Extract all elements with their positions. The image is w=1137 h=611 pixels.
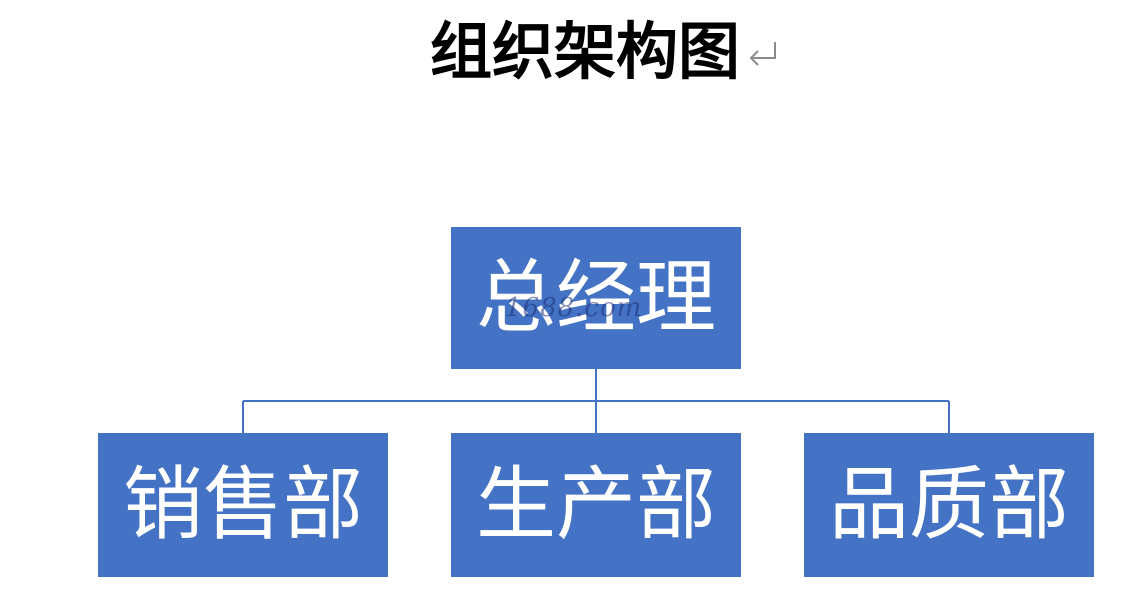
node-production-department[interactable]: 生产部 bbox=[451, 433, 741, 577]
node-label: 总经理 bbox=[476, 251, 716, 344]
paragraph-mark-icon bbox=[749, 42, 777, 66]
node-quality-department[interactable]: 品质部 bbox=[804, 433, 1094, 577]
node-label: 品质部 bbox=[829, 458, 1069, 551]
page-title: 组织架构图 bbox=[430, 15, 741, 88]
node-sales-department[interactable]: 销售部 bbox=[98, 433, 388, 577]
node-general-manager[interactable]: 总经理 bbox=[451, 227, 741, 369]
node-label: 销售部 bbox=[123, 458, 363, 551]
watermark: 1688.com bbox=[505, 293, 643, 323]
node-label: 生产部 bbox=[476, 458, 716, 551]
title-area: 组织架构图 bbox=[430, 12, 782, 92]
